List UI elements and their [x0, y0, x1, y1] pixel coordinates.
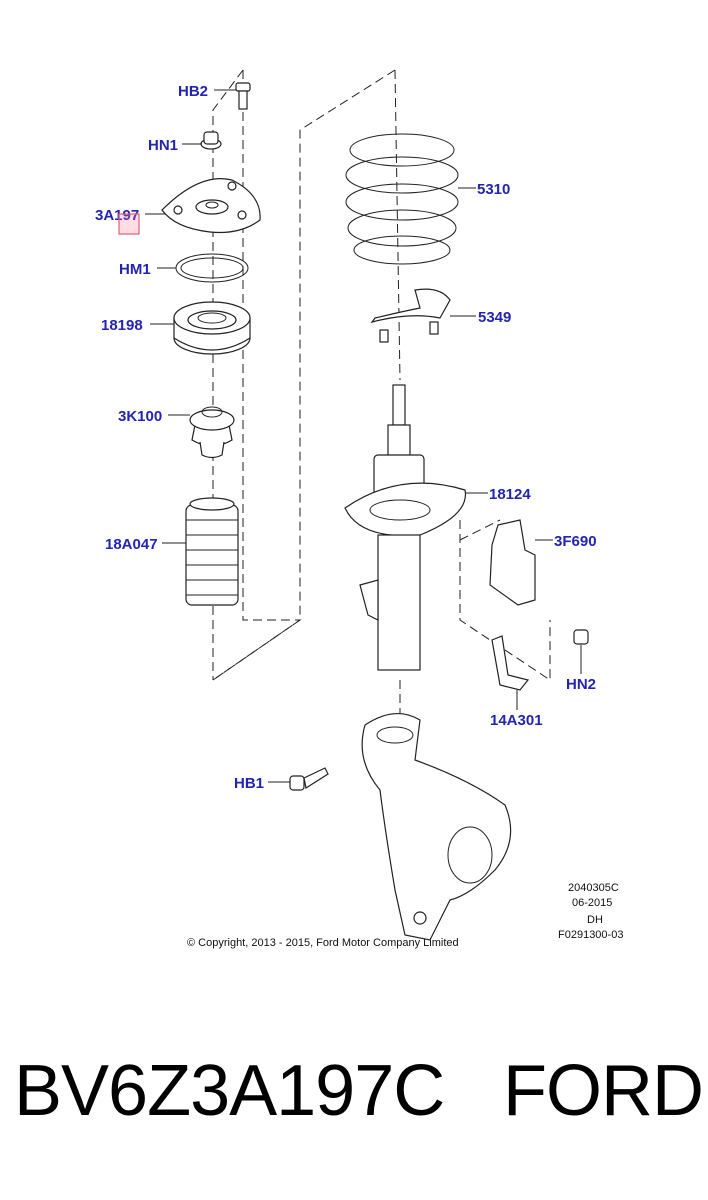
bracket-3f690	[489, 519, 536, 606]
copyright-notice: © Copyright, 2013 - 2015, Ford Motor Com…	[187, 937, 459, 949]
center-alignment-frame	[212, 69, 401, 681]
nut-hn1	[200, 131, 222, 150]
callout-hb1: HB1	[234, 775, 264, 792]
diagram-date: 06-2015	[572, 897, 612, 909]
nut-hn2	[573, 629, 589, 645]
callout-hm1: HM1	[119, 261, 151, 278]
ref-code: 2040305C	[568, 882, 619, 894]
callout-5349: 5349	[478, 309, 511, 326]
ring-hm1	[175, 253, 249, 283]
part-number: BV6Z3A197C	[14, 1051, 445, 1131]
exploded-strut-diagram: HB2 HN1 3A197 HM1 18198 3K100 18A047 531…	[95, 69, 623, 949]
callout-hn1: HN1	[148, 137, 178, 154]
callout-18124: 18124	[489, 486, 531, 503]
strut-18124	[344, 384, 467, 671]
bolt-hb2	[235, 82, 251, 110]
callout-5310: 5310	[477, 181, 510, 198]
coil-spring-5310	[345, 133, 459, 265]
figure-code: F0291300-03	[558, 929, 623, 941]
dust-boot-18a047	[185, 497, 239, 606]
callout-3k100: 3K100	[118, 408, 162, 425]
callout-3f690: 3F690	[554, 533, 597, 550]
callout-3a197: 3A197	[95, 207, 139, 224]
callout-14a301: 14A301	[490, 712, 543, 729]
callout-hn2: HN2	[566, 676, 596, 693]
spring-seat-5349	[370, 288, 451, 343]
callout-18a047: 18A047	[105, 536, 158, 553]
bolt-hb1	[289, 767, 329, 791]
author-initials: DH	[587, 914, 603, 926]
strut-mount-3a197	[161, 178, 261, 234]
steering-knuckle	[361, 713, 512, 941]
callout-18198: 18198	[101, 317, 143, 334]
bracket-alignment-frame	[459, 519, 551, 681]
callout-hb2: HB2	[178, 83, 208, 100]
selected-part-highlight[interactable]	[118, 213, 140, 235]
brand-name: FORD	[503, 1051, 704, 1131]
bearing-18198	[173, 301, 251, 355]
clip-14a301	[491, 635, 530, 691]
bump-stop-3k100	[189, 406, 235, 459]
